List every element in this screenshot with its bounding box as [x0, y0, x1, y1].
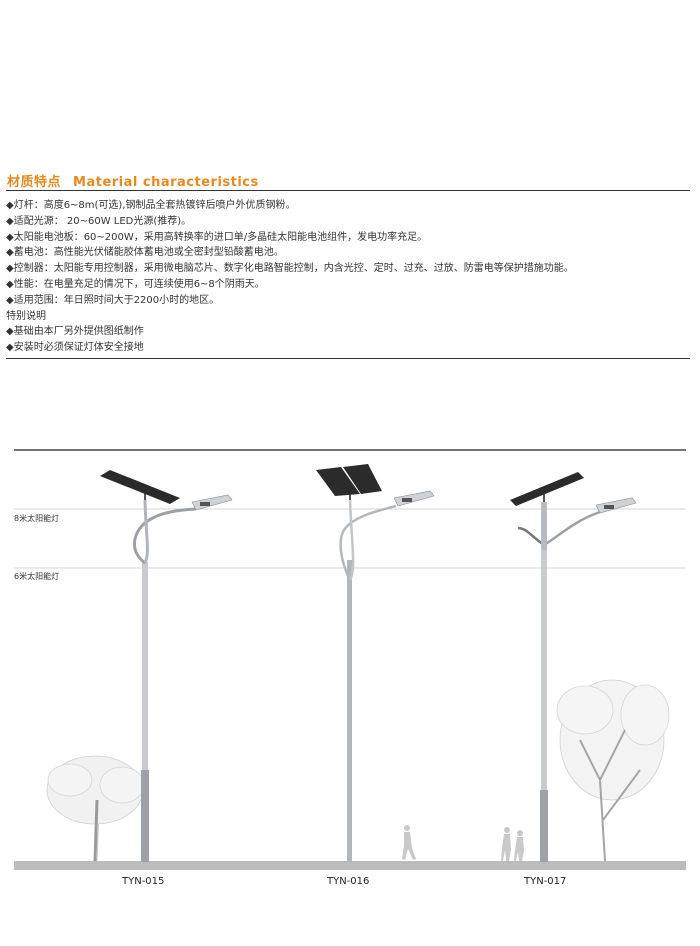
spec-item-grounding: ◆安装时必须保证灯体安全接地	[6, 342, 144, 354]
lamp-tyn-016	[316, 464, 435, 862]
spec-item-solar-panel: ◆太阳能电池板：60~200W，采用高转换率的进口单/多晶硅太阳能电池组件，发电…	[6, 231, 428, 243]
solar-panel	[510, 472, 584, 506]
lamp-head	[595, 497, 637, 514]
tree-right	[556, 679, 670, 862]
spec-item-pole: ◆灯杆：高度6~8m(可选),钢制品全套热镀锌后喷户外优质钢粉。	[6, 200, 296, 211]
pole-upper	[142, 562, 148, 862]
model-label-tyn-017: TYN-017	[524, 876, 567, 887]
spec-item-performance: ◆性能：在电量充足的情况下，可连续使用6~8个阴雨天。	[6, 278, 265, 290]
section-title-cn: 材质特点	[7, 175, 62, 190]
spec-item-controller: ◆控制器：太阳能专用控制器，采用微电脑芯片、数字化电路智能控制，内含光控、定时、…	[6, 263, 574, 275]
divider-bottom	[6, 358, 690, 359]
spec-item-battery: ◆蓄电池：高性能光伏储能胶体蓄电池或全密封型铅酸蓄电池。	[6, 247, 284, 259]
tree-left	[46, 755, 145, 862]
spec-item-foundation: ◆基础由本厂另外提供图纸制作	[6, 326, 144, 338]
solar-panel	[100, 470, 180, 504]
lamp-head	[191, 494, 233, 511]
pole-upper	[347, 560, 352, 862]
special-note-heading: 特别说明	[6, 310, 46, 322]
person-walking	[402, 825, 416, 860]
solar-panel-right	[343, 464, 382, 494]
section-title-en: Material characteristics	[73, 175, 259, 190]
height-label-6m: 6米太阳能灯	[14, 572, 60, 581]
product-figure: 8米太阳能灯 6米太阳能灯 TYN-015 TYN-016 TYN-017	[0, 440, 700, 946]
people-pair	[501, 827, 524, 861]
lamp-tyn-015	[100, 470, 233, 862]
pole-base	[540, 790, 548, 862]
model-label-tyn-015: TYN-015	[122, 876, 165, 887]
spec-item-scope: ◆适用范围：年日照时间大于2200小时的地区。	[6, 294, 220, 306]
height-label-8m: 8米太阳能灯	[14, 514, 60, 523]
section-title: 材质特点 Material characteristics	[7, 171, 259, 190]
spec-item-light-source: ◆适配光源： 20~60W LED光源(推荐)。	[6, 215, 192, 227]
model-label-tyn-016: TYN-016	[327, 876, 370, 887]
ground-strip	[14, 861, 686, 870]
divider-top	[6, 190, 690, 191]
lamp-tyn-017	[510, 472, 637, 862]
pole-base	[141, 770, 149, 862]
pole-upper	[541, 550, 547, 862]
lamps-illustration	[14, 449, 686, 870]
lamp-head	[393, 490, 435, 507]
solar-panel-left	[316, 467, 360, 496]
spec-list: ◆灯杆：高度6~8m(可选),钢制品全套热镀锌后喷户外优质钢粉。 ◆适配光源： …	[6, 198, 574, 356]
